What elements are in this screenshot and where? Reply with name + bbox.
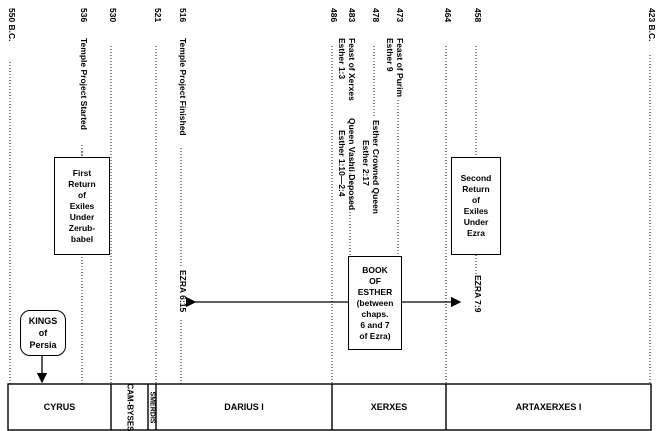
- event-esther-crowned: Esther Crowned Queen: [371, 120, 381, 214]
- king-smerdis: SMERDIS: [148, 391, 156, 423]
- year-label-423: 423 B.C.: [647, 8, 657, 42]
- year-label-521: 521: [153, 8, 163, 23]
- year-label-486: 486: [329, 8, 339, 23]
- year-label-536: 536: [79, 8, 89, 23]
- year-label-464: 464: [443, 8, 453, 23]
- king-artaxerxes: ARTAXERXES I: [515, 402, 582, 412]
- event-temple-finished: Temple Project Finished: [178, 38, 188, 136]
- king-cyrus: CYRUS: [43, 402, 76, 412]
- event-feast-purim-ref: Esther 9: [385, 38, 395, 72]
- event-temple-started: Temple Project Started: [79, 38, 89, 130]
- event-feast-xerxes: Feast of Xerxes: [347, 38, 357, 101]
- year-label-483: 483: [347, 8, 357, 23]
- event-ezra-79: EZRA 7:9: [473, 275, 483, 313]
- event-vashti-ref: Esther 1:10—2:4: [337, 130, 347, 197]
- event-esther-crowned-ref: Esther 2:17: [361, 140, 371, 186]
- event-feast-purim: Feast of Purim: [395, 38, 405, 98]
- event-vashti: Queen Vashti Deposed: [347, 118, 357, 211]
- king-darius: DARIUS I: [224, 402, 264, 412]
- king-xerxes: XERXES: [370, 402, 408, 412]
- event-ezra-615: EZRA 6:15: [178, 270, 188, 313]
- event-feast-xerxes-ref: Esther 1:3: [337, 38, 347, 80]
- year-label-530: 530: [108, 8, 118, 23]
- year-label-516: 516: [178, 8, 188, 23]
- king-cambyses: CAM-BYSES: [125, 382, 135, 431]
- kings-band: [7, 383, 652, 431]
- year-label-458: 458: [473, 8, 483, 23]
- year-label-478: 478: [371, 8, 381, 23]
- year-label-473: 473: [395, 8, 405, 23]
- year-label-550: 550 B.C.: [7, 8, 17, 42]
